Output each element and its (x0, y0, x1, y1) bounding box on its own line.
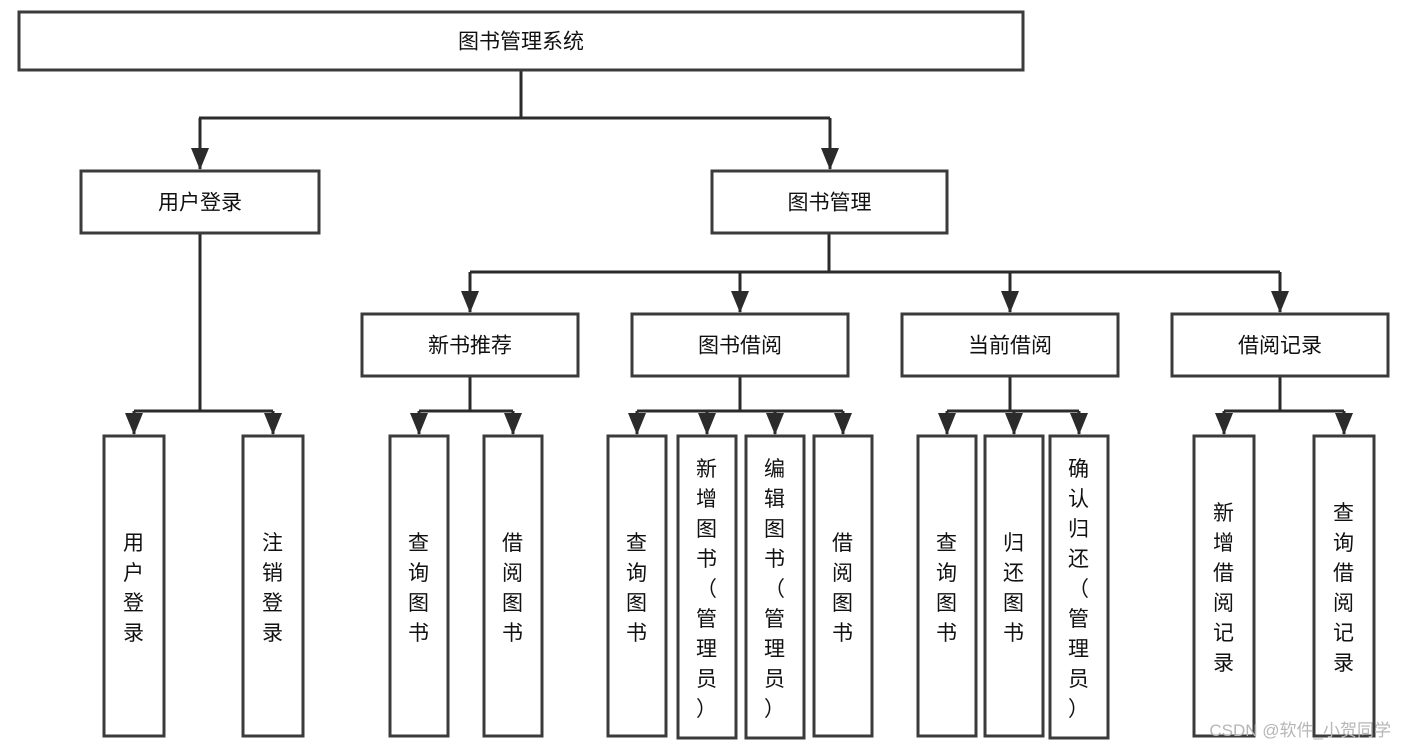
node-leaf-borrow-book-2-rect[interactable] (812, 434, 874, 738)
node-leaf-user-login[interactable]: 用户登录 (102, 434, 166, 738)
node-leaf-logout[interactable]: 注销登录 (241, 434, 305, 738)
node-leaf-query-book-2-label: 查询图书 (626, 532, 648, 645)
nodes-layer: 图书管理系统用户登录图书管理新书推荐图书借阅当前借阅借阅记录用户登录注销登录查询… (17, 10, 1390, 740)
node-leaf-add-book-label: 新增图书（管理员） (696, 458, 718, 721)
node-system-title-rect[interactable] (17, 10, 1025, 72)
arrow-head-icon (938, 413, 956, 435)
node-leaf-borrow-book-1-label: 借阅图书 (502, 532, 524, 645)
node-book-manage[interactable]: 图书管理 (710, 169, 949, 235)
node-leaf-add-record[interactable]: 新增借阅记录 (1192, 434, 1256, 738)
node-leaf-edit-book-label: 编辑图书（管理员） (764, 458, 786, 721)
node-leaf-borrow-book-1[interactable]: 借阅图书 (482, 434, 544, 738)
arrow-head-icon (264, 413, 282, 435)
arrow-head-icon (698, 413, 716, 435)
arrow-head-icon (1070, 413, 1088, 435)
node-leaf-user-login-rect[interactable] (102, 434, 166, 738)
arrow-head-icon (1215, 413, 1233, 435)
node-leaf-add-book-rect[interactable] (676, 434, 738, 740)
node-leaf-logout-rect[interactable] (241, 434, 305, 738)
node-current-borrow[interactable]: 当前借阅 (900, 312, 1120, 378)
node-borrow-record-label: 借阅记录 (1238, 335, 1322, 358)
node-leaf-logout-label: 注销登录 (262, 532, 284, 645)
node-leaf-add-record-label: 新增借阅记录 (1213, 502, 1235, 675)
node-system-title-label: 图书管理系统 (458, 31, 584, 54)
arrow-head-icon (1271, 291, 1289, 313)
arrow-head-icon (1005, 413, 1023, 435)
node-leaf-query-book-1-rect[interactable] (388, 434, 450, 738)
arrow-head-icon (628, 413, 646, 435)
node-leaf-query-book-3-label: 查询图书 (936, 532, 958, 645)
node-leaf-query-book-3[interactable]: 查询图书 (916, 434, 978, 738)
connectors-layer (125, 70, 1353, 435)
node-leaf-query-record-rect[interactable] (1312, 434, 1376, 738)
arrow-head-icon (125, 413, 143, 435)
node-new-book-recommend-label: 新书推荐 (428, 335, 512, 358)
node-leaf-query-book-1-label: 查询图书 (408, 532, 430, 645)
node-leaf-query-record-label: 查询借阅记录 (1333, 502, 1355, 675)
node-borrow-record-rect[interactable] (1170, 312, 1390, 378)
node-leaf-query-record[interactable]: 查询借阅记录 (1312, 434, 1376, 738)
arrow-head-icon (821, 148, 839, 170)
node-leaf-confirm-return-label: 确认归还（管理员） (1068, 458, 1090, 721)
node-leaf-confirm-return[interactable]: 确认归还（管理员） (1048, 434, 1110, 740)
node-borrow-record[interactable]: 借阅记录 (1170, 312, 1390, 378)
arrow-head-icon (504, 413, 522, 435)
node-leaf-edit-book-rect[interactable] (744, 434, 806, 740)
node-new-book-recommend[interactable]: 新书推荐 (360, 312, 580, 378)
arrow-head-icon (834, 413, 852, 435)
node-leaf-query-book-2-rect[interactable] (606, 434, 668, 738)
node-user-login[interactable]: 用户登录 (79, 169, 321, 235)
node-book-borrow-rect[interactable] (630, 312, 850, 378)
node-leaf-add-record-rect[interactable] (1192, 434, 1256, 738)
arrow-head-icon (461, 291, 479, 313)
arrow-head-icon (410, 413, 428, 435)
node-book-manage-rect[interactable] (710, 169, 949, 235)
node-user-login-label: 用户登录 (158, 192, 242, 215)
node-book-borrow-label: 图书借阅 (698, 335, 782, 358)
arrow-head-icon (731, 291, 749, 313)
arrow-head-icon (191, 148, 209, 170)
node-current-borrow-label: 当前借阅 (968, 335, 1052, 358)
node-book-borrow[interactable]: 图书借阅 (630, 312, 850, 378)
node-leaf-return-book[interactable]: 归还图书 (983, 434, 1045, 738)
arrow-head-icon (1001, 291, 1019, 313)
node-current-borrow-rect[interactable] (900, 312, 1120, 378)
node-leaf-confirm-return-rect[interactable] (1048, 434, 1110, 740)
node-leaf-borrow-book-2-label: 借阅图书 (832, 532, 854, 645)
node-leaf-borrow-book-1-rect[interactable] (482, 434, 544, 738)
node-system-title[interactable]: 图书管理系统 (17, 10, 1025, 72)
node-book-manage-label: 图书管理 (788, 192, 872, 215)
node-leaf-user-login-label: 用户登录 (123, 532, 145, 645)
node-leaf-edit-book[interactable]: 编辑图书（管理员） (744, 434, 806, 740)
arrow-head-icon (766, 413, 784, 435)
node-leaf-query-book-1[interactable]: 查询图书 (388, 434, 450, 738)
node-leaf-return-book-rect[interactable] (983, 434, 1045, 738)
node-leaf-query-book-3-rect[interactable] (916, 434, 978, 738)
arrow-head-icon (1335, 413, 1353, 435)
node-new-book-recommend-rect[interactable] (360, 312, 580, 378)
node-leaf-borrow-book-2[interactable]: 借阅图书 (812, 434, 874, 738)
node-leaf-query-book-2[interactable]: 查询图书 (606, 434, 668, 738)
node-leaf-return-book-label: 归还图书 (1003, 532, 1025, 645)
node-user-login-rect[interactable] (79, 169, 321, 235)
node-leaf-add-book[interactable]: 新增图书（管理员） (676, 434, 738, 740)
